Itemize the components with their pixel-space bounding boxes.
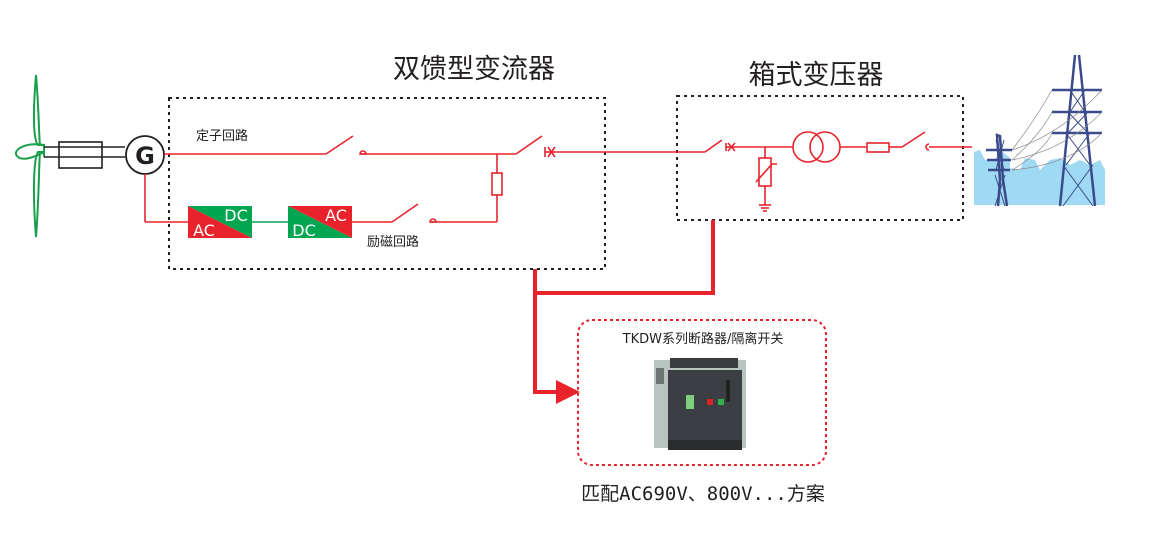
product-box-title: TKDW系列断路器/隔离开关 <box>622 331 784 347</box>
breaker-device-image <box>654 358 746 450</box>
svg-text:AC: AC <box>193 221 215 240</box>
svg-text:DC: DC <box>292 221 316 240</box>
svg-text:AC: AC <box>325 206 347 225</box>
wind-turbine-icon <box>14 74 125 238</box>
transformer-title: 箱式变压器 <box>749 60 884 91</box>
arrow-icon <box>556 380 580 404</box>
converter-box <box>168 97 606 270</box>
transformer-box <box>676 95 964 221</box>
stator-circuit <box>144 135 705 223</box>
generator-label: G <box>135 142 155 170</box>
converter-dc-ac: AC DC <box>288 206 352 240</box>
feeder-lines <box>533 220 715 394</box>
transformer-circuit <box>704 131 972 212</box>
converter-ac-dc: DC AC <box>188 206 252 240</box>
product-box <box>577 319 827 466</box>
stator-circuit-label: 定子回路 <box>196 128 248 144</box>
generator-icon: G <box>125 135 165 175</box>
svg-text:DC: DC <box>224 206 248 225</box>
caption: 匹配AC690V、800V...方案 <box>581 483 825 505</box>
converter-title: 双馈型变流器 <box>393 54 555 85</box>
excitation-circuit-label: 励磁回路 <box>367 234 419 250</box>
power-grid-icon <box>974 54 1105 207</box>
